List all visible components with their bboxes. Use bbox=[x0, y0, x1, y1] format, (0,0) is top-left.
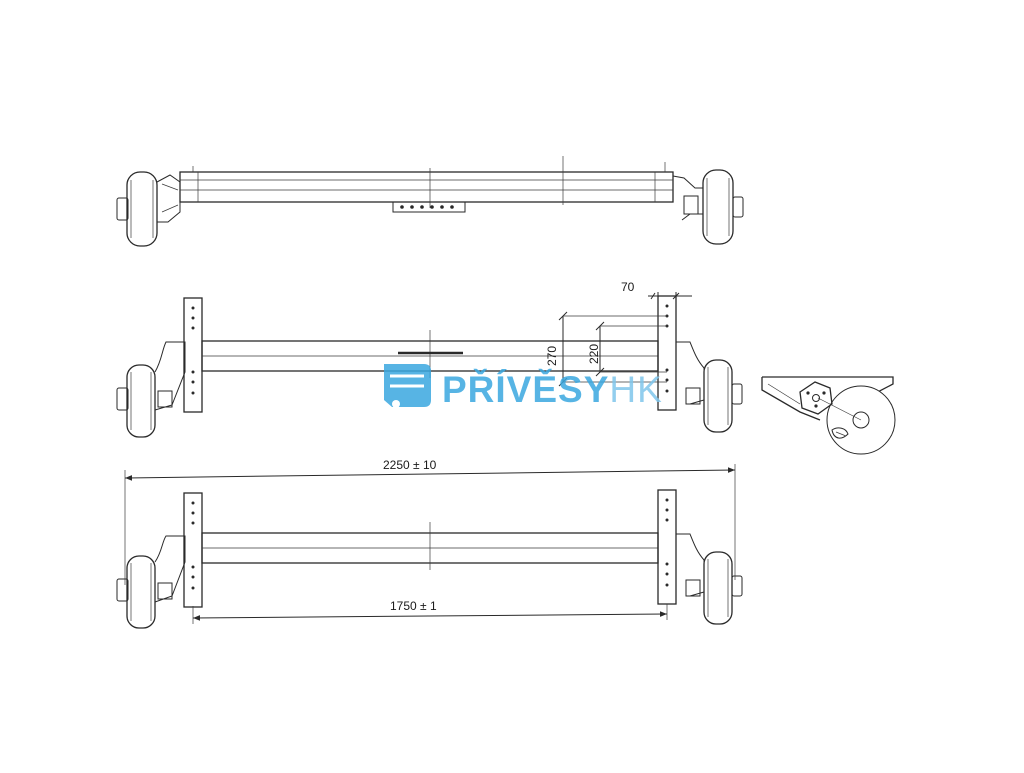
brand-watermark: PŘÍVĚSYHK bbox=[384, 364, 663, 410]
dim-2250-label: 2250 ± 10 bbox=[383, 458, 437, 472]
left-wheel bbox=[116, 171, 181, 247]
dim-220-label: 220 bbox=[587, 344, 601, 364]
dim-270-label: 270 bbox=[545, 346, 559, 366]
axle-view-middle: 70 270 220 bbox=[116, 280, 743, 438]
dimension-70: 70 bbox=[621, 280, 692, 300]
side-hub-detail bbox=[761, 376, 896, 455]
centre-bracket bbox=[392, 201, 466, 213]
dim-1750-label: 1750 ± 1 bbox=[390, 599, 437, 613]
dimension-overall-width: 2250 ± 10 bbox=[124, 458, 736, 585]
dimension-270: 270 bbox=[545, 311, 667, 387]
trailer-logo-icon bbox=[384, 364, 431, 408]
axle-view-top bbox=[116, 156, 744, 247]
dimension-220: 220 bbox=[587, 321, 667, 377]
right-wheel bbox=[672, 169, 744, 245]
dim-70-label: 70 bbox=[621, 280, 635, 294]
axle-view-bottom: 2250 ± 10 1750 ± 1 bbox=[116, 458, 743, 629]
watermark-prefix: PŘÍVĚSY bbox=[442, 368, 609, 410]
watermark-suffix: HK bbox=[609, 369, 662, 410]
dimension-flange-span: 1750 ± 1 bbox=[192, 599, 668, 624]
watermark-text: PŘÍVĚSYHK bbox=[442, 368, 663, 410]
